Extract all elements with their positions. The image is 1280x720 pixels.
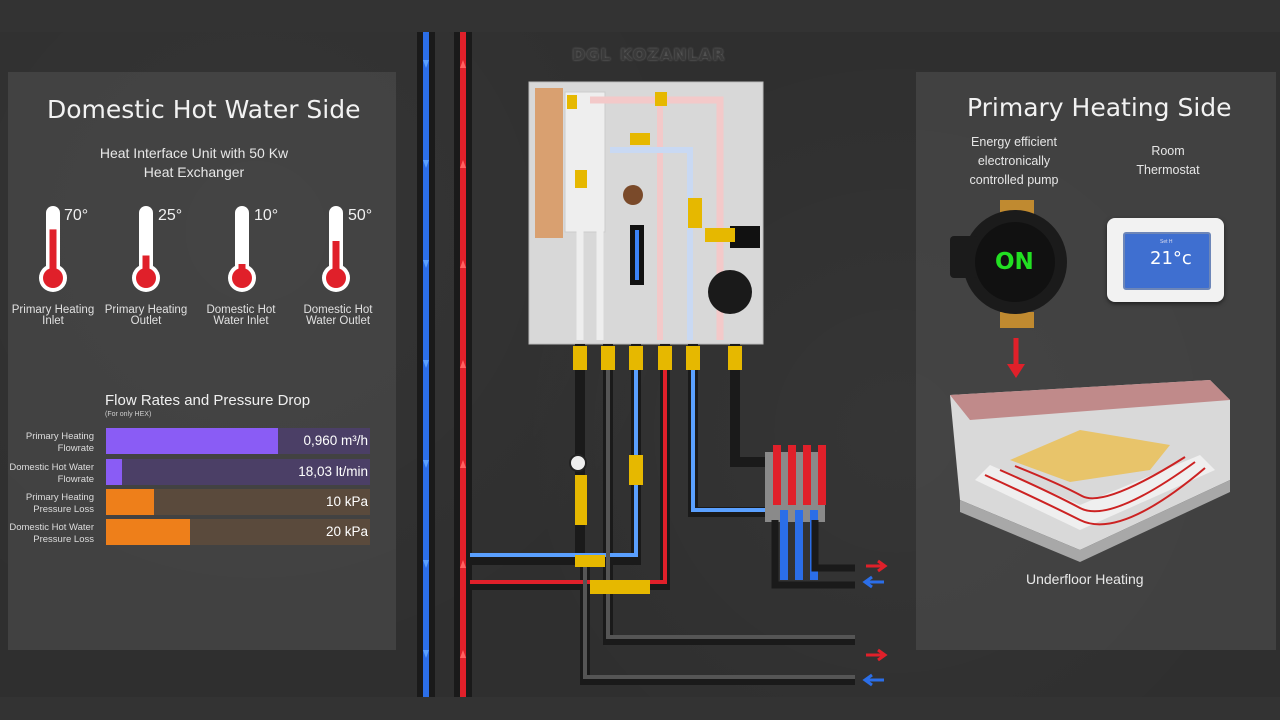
- thermometer-label-1-line-2: Inlet: [42, 315, 64, 327]
- logo-part-2: KOZANLAR: [620, 45, 726, 64]
- pump-description: Energy efficient electronically controll…: [950, 133, 1078, 190]
- thermometer-tube: [235, 206, 249, 274]
- thermometer-value-3: 10°: [254, 207, 279, 224]
- thermometer-fill: [49, 229, 57, 278]
- thermostat-description-line-2: Thermostat: [1136, 163, 1200, 177]
- flow-bar-track-3: 10 kPa: [106, 489, 370, 515]
- thermostat-screen: [1123, 232, 1211, 290]
- thermometer-group: [39, 206, 350, 292]
- thermometer-bulb: [232, 268, 252, 288]
- thermometer-label-2-line-2: Outlet: [130, 315, 162, 327]
- thermometer-2: [132, 206, 160, 292]
- thermometer-value-4: 50°: [348, 207, 373, 224]
- thermometer-label-1-line-1: Primary Heating: [11, 304, 95, 316]
- thermometer-label-2-line-1: Primary Heating: [104, 304, 188, 316]
- logo-part-1: DGL: [572, 45, 612, 64]
- flow-bar-fill: [106, 519, 191, 545]
- domestic-hot-water-panel: [8, 72, 396, 650]
- thermostat-description: Room Thermostat: [1120, 142, 1216, 180]
- thermometer-4: [322, 206, 350, 292]
- flow-bar-label-line-1: Primary Heating: [25, 431, 94, 442]
- flow-bar-fill: [106, 489, 154, 515]
- flow-section-subtitle: (For only HEX): [105, 411, 152, 418]
- thermometer-bulb: [326, 268, 346, 288]
- underfloor-heating-label: Underfloor Heating: [1026, 571, 1144, 587]
- pump-description-line-3: controlled pump: [969, 173, 1059, 187]
- thermometer-label-4-line-2: Water Outlet: [305, 315, 371, 327]
- thermometer-bulb: [43, 268, 63, 288]
- thermometer-fill: [332, 241, 340, 278]
- thermometer-bulb: [136, 268, 156, 288]
- room-temperature: 21°c: [1150, 248, 1192, 269]
- subtitle-line-2: Heat Exchanger: [143, 164, 245, 180]
- flow-bar-value: 20 kPa: [325, 524, 368, 539]
- flow-bar-value: 10 kPa: [325, 494, 368, 509]
- flow-bar-track-4: 20 kPa: [106, 519, 370, 545]
- thermometer-label-4-line-1: Domestic Hot: [303, 304, 373, 316]
- flow-bar-track-2: 18,03 lt/min: [106, 459, 370, 485]
- right-panel-title: Primary Heating Side: [967, 93, 1232, 122]
- top-letterbox: [0, 0, 1280, 32]
- flow-bar-fill: [106, 428, 278, 454]
- thermostat-set-label: Set H: [1160, 239, 1173, 245]
- flow-arrows: [862, 559, 888, 687]
- flow-bar-label-line-1: Domestic Hot Water: [9, 462, 94, 473]
- thermometer-label-3-line-1: Domestic Hot: [206, 304, 276, 316]
- thermometer-1: [39, 206, 67, 292]
- thermometer-3: [228, 206, 256, 292]
- thermometer-label-3-line-2: Water Inlet: [213, 315, 269, 327]
- flow-bar-label-line-2: Flowrate: [57, 443, 94, 454]
- pump-description-line-1: Energy efficient: [971, 135, 1057, 149]
- flow-section-title: Flow Rates and Pressure Drop: [105, 392, 311, 409]
- pump-description-line-2: electronically: [977, 154, 1051, 168]
- flow-bar-value: 18,03 lt/min: [298, 464, 368, 479]
- flow-bar-value: 0,960 m³/h: [303, 433, 368, 448]
- flow-bar-label-line-2: Pressure Loss: [33, 534, 94, 545]
- bottom-letterbox: [0, 697, 1280, 720]
- thermometer-fill: [142, 255, 150, 278]
- thermostat-description-line-1: Room: [1151, 144, 1185, 158]
- flow-bar-track-1: 0,960 m³/h: [106, 428, 370, 454]
- brand-logo: DGL KOZANLAR: [568, 42, 725, 68]
- left-panel-title: Domestic Hot Water Side: [47, 95, 361, 124]
- left-panel-subtitle: Heat Interface Unit with 50 Kw Heat Exch…: [80, 144, 308, 182]
- pump-status-text: ON: [995, 249, 1034, 275]
- flow-bar-label-line-2: Pressure Loss: [33, 504, 94, 515]
- flow-bar-label-line-1: Domestic Hot Water: [9, 522, 94, 533]
- flow-bar-label-line-2: Flowrate: [57, 474, 94, 485]
- thermometer-value-2: 25°: [158, 207, 183, 224]
- subtitle-line-1: Heat Interface Unit with 50 Kw: [99, 145, 289, 161]
- thermometer-value-1: 70°: [64, 207, 89, 224]
- flow-bar-fill: [106, 459, 122, 485]
- flow-bar-label-line-1: Primary Heating: [25, 492, 94, 503]
